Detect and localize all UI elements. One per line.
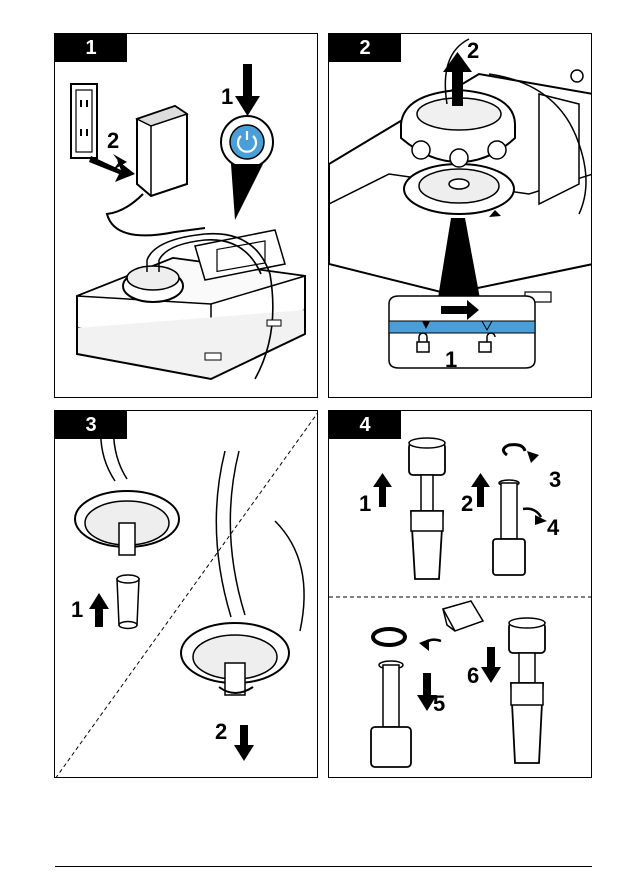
packet-icon [419,601,483,651]
panel-1-illustration: 2 1 [55,34,318,398]
tube-oring-icon [371,661,411,767]
callout-3: 3 [549,467,561,492]
panel-2-illustration: 2 1 [329,34,592,398]
callout-5: 5 [433,691,445,716]
footer-rule [55,866,592,867]
callout-2: 2 [467,38,479,63]
panel-4-illustration: 1 2 3 4 5 [329,411,592,778]
instrument-icon [77,230,305,379]
filter-assembled-icon [509,618,545,763]
callout-1: 1 [71,597,83,622]
power-button-icon [221,116,273,168]
panel-1: 1 2 1 [54,33,318,398]
callout-2: 2 [215,719,227,744]
panel-3: 3 1 2 [54,410,318,778]
panel-3-illustration: 1 2 [55,411,318,778]
callout-6: 6 [467,663,479,688]
panel-2: 2 2 [328,33,592,398]
filter-assembly-icon [409,438,445,579]
callout-4: 4 [547,515,560,540]
o-ring-icon [373,629,405,645]
filter-cap-icon [117,575,139,629]
tube-icon [493,480,525,575]
lock-indicator-icon [389,296,535,368]
callout-1: 1 [445,347,457,372]
callout-1: 1 [359,491,371,516]
callout-1: 1 [221,84,233,109]
lid-assembled-icon [181,451,304,695]
callout-2: 2 [107,128,119,153]
lid-underside-icon [75,411,179,555]
wall-outlet-icon [71,84,97,158]
callout-2: 2 [461,491,473,516]
panel-4: 4 1 2 3 4 [328,410,592,778]
